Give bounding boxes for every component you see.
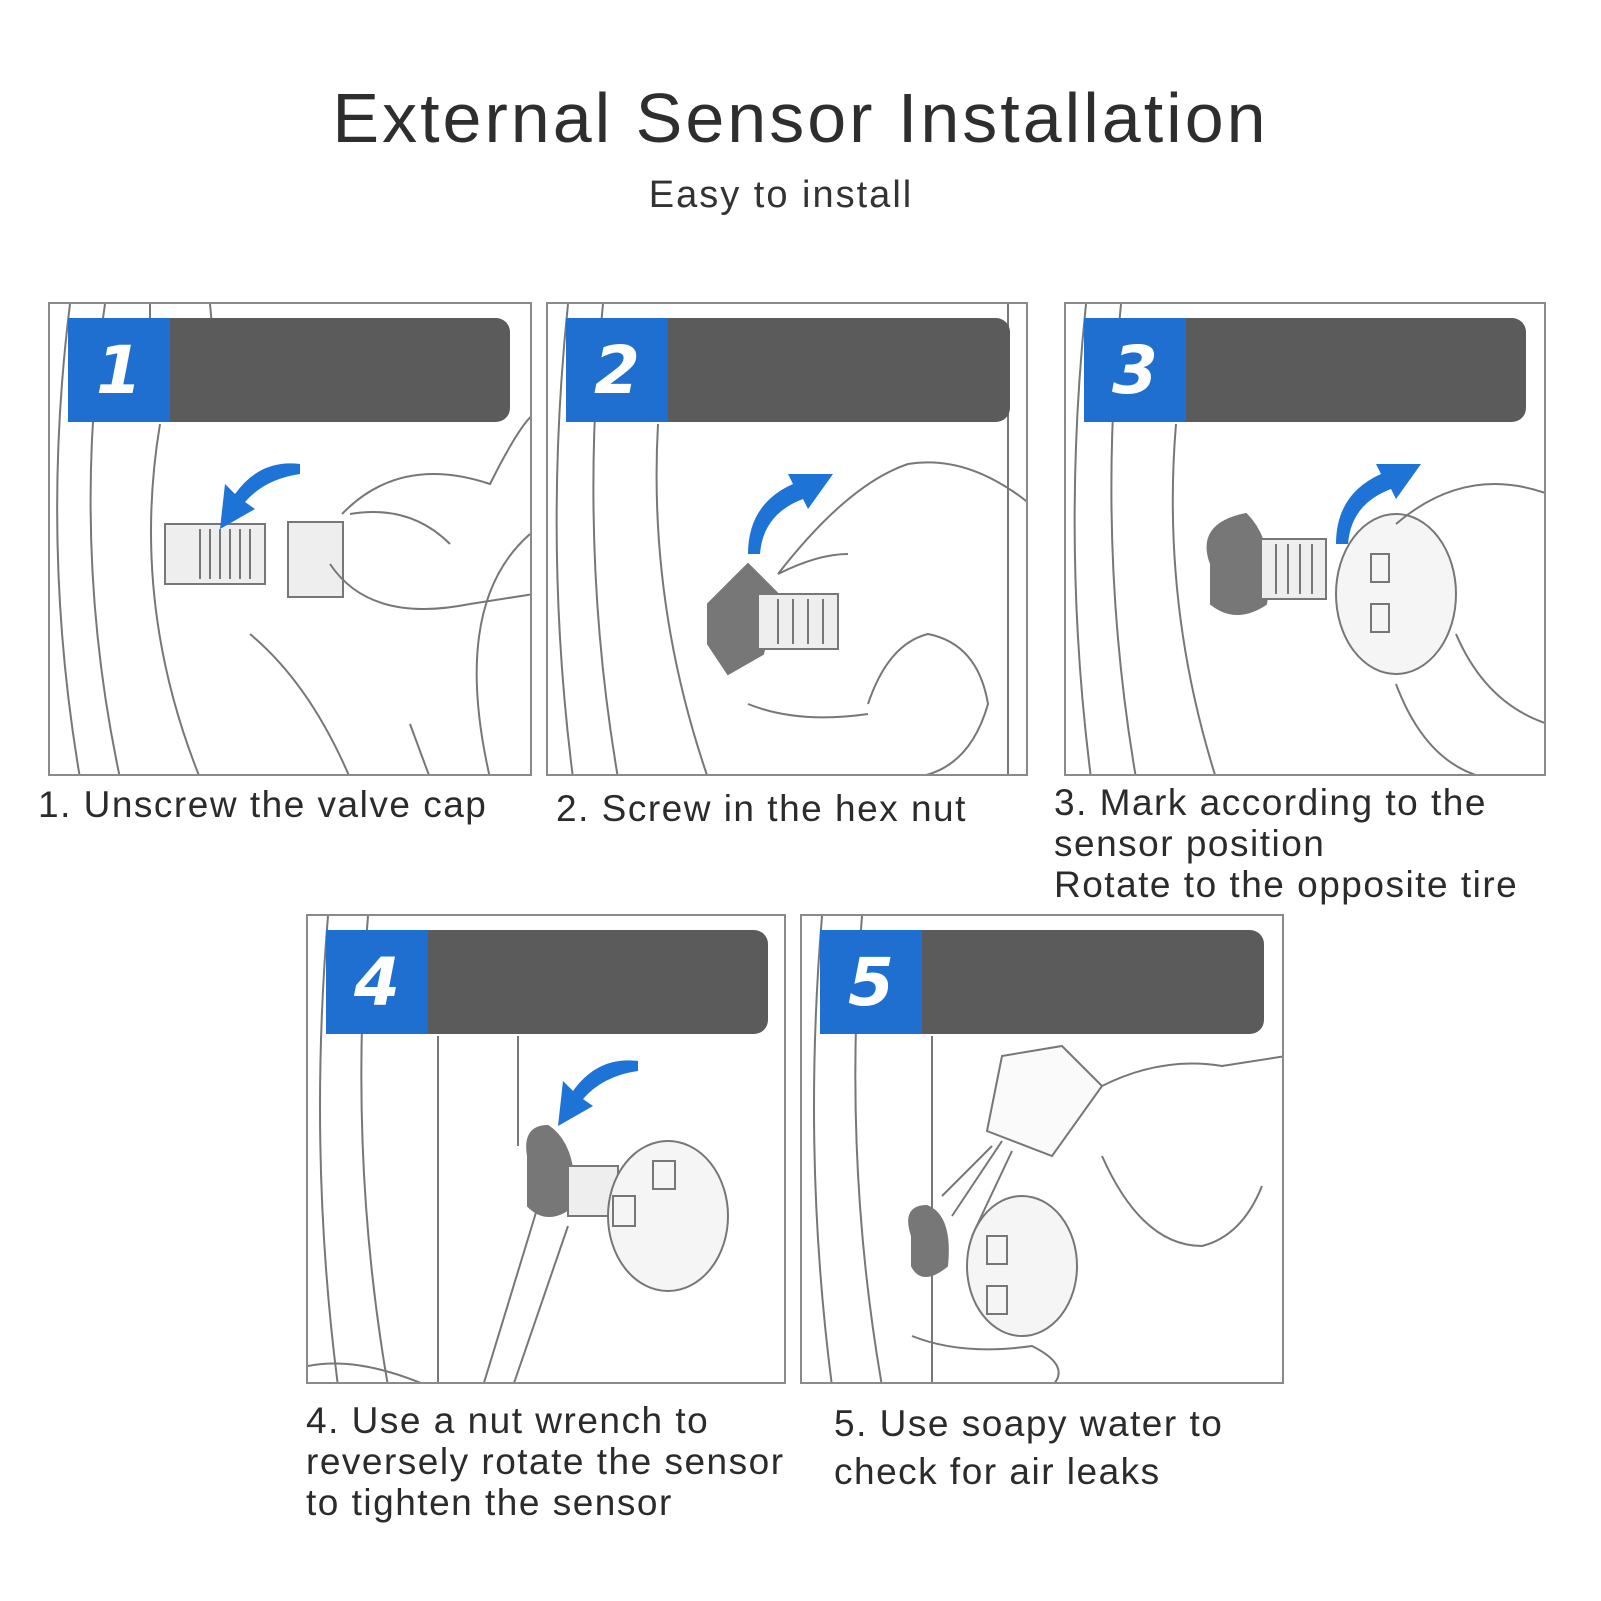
step-3-banner: 3 bbox=[1084, 318, 1526, 422]
step-2-caption: 2. Screw in the hex nut bbox=[556, 788, 967, 829]
step-4-bar bbox=[428, 930, 768, 1034]
step-5-number: 5 bbox=[820, 930, 922, 1034]
step-4-caption: 4. Use a nut wrench to reversely rotate … bbox=[306, 1400, 785, 1523]
step-1-caption: 1. Unscrew the valve cap bbox=[38, 784, 487, 825]
counterclockwise-arrow-icon bbox=[220, 463, 300, 529]
sensor-mount-illustration bbox=[1073, 304, 1544, 774]
step-2-bar bbox=[668, 318, 1010, 422]
caption-line: reversely rotate the sensor bbox=[306, 1441, 785, 1482]
soapy-water-spray-illustration bbox=[813, 916, 1282, 1382]
step-2-panel: 2 bbox=[546, 302, 1028, 776]
caption-line: 2. Screw in the hex nut bbox=[556, 788, 967, 829]
step-3-number: 3 bbox=[1084, 318, 1186, 422]
page-subtitle: Easy to install bbox=[648, 174, 914, 216]
clockwise-arrow-icon bbox=[1336, 464, 1421, 544]
step-5-panel: 5 bbox=[800, 914, 1284, 1384]
step-4-banner: 4 bbox=[326, 930, 768, 1034]
step-3-panel: 3 bbox=[1064, 302, 1546, 776]
clockwise-arrow-icon bbox=[748, 474, 833, 554]
step-4-number: 4 bbox=[326, 930, 428, 1034]
caption-line: check for air leaks bbox=[834, 1451, 1161, 1492]
step-1-number: 1 bbox=[68, 318, 170, 422]
step-2-number: 2 bbox=[566, 318, 668, 422]
caption-line: Rotate to the opposite tire bbox=[1054, 864, 1519, 905]
caption-line: to tighten the sensor bbox=[306, 1482, 673, 1523]
step-3-bar bbox=[1186, 318, 1526, 422]
step-1-banner: 1 bbox=[68, 318, 510, 422]
step-5-banner: 5 bbox=[820, 930, 1264, 1034]
page-title: External Sensor Installation bbox=[332, 79, 1269, 157]
step-3-caption: 3. Mark according to the sensor position… bbox=[1054, 782, 1518, 905]
caption-line: 1. Unscrew the valve cap bbox=[38, 784, 488, 825]
step-1-panel: 1 bbox=[48, 302, 532, 776]
step-1-bar bbox=[170, 318, 510, 422]
step-2-banner: 2 bbox=[566, 318, 1010, 422]
step-5-bar bbox=[922, 930, 1264, 1034]
step-4-panel: 4 bbox=[306, 914, 786, 1384]
caption-line: 4. Use a nut wrench to bbox=[306, 1400, 710, 1441]
caption-line: sensor position bbox=[1054, 823, 1326, 864]
caption-line: 5. Use soapy water to bbox=[834, 1403, 1224, 1444]
caption-line: 3. Mark according to the bbox=[1054, 782, 1487, 823]
hex-nut-install-illustration bbox=[555, 304, 1026, 774]
step-5-caption: 5. Use soapy water to check for air leak… bbox=[834, 1400, 1223, 1496]
counterclockwise-arrow-icon bbox=[558, 1060, 638, 1126]
